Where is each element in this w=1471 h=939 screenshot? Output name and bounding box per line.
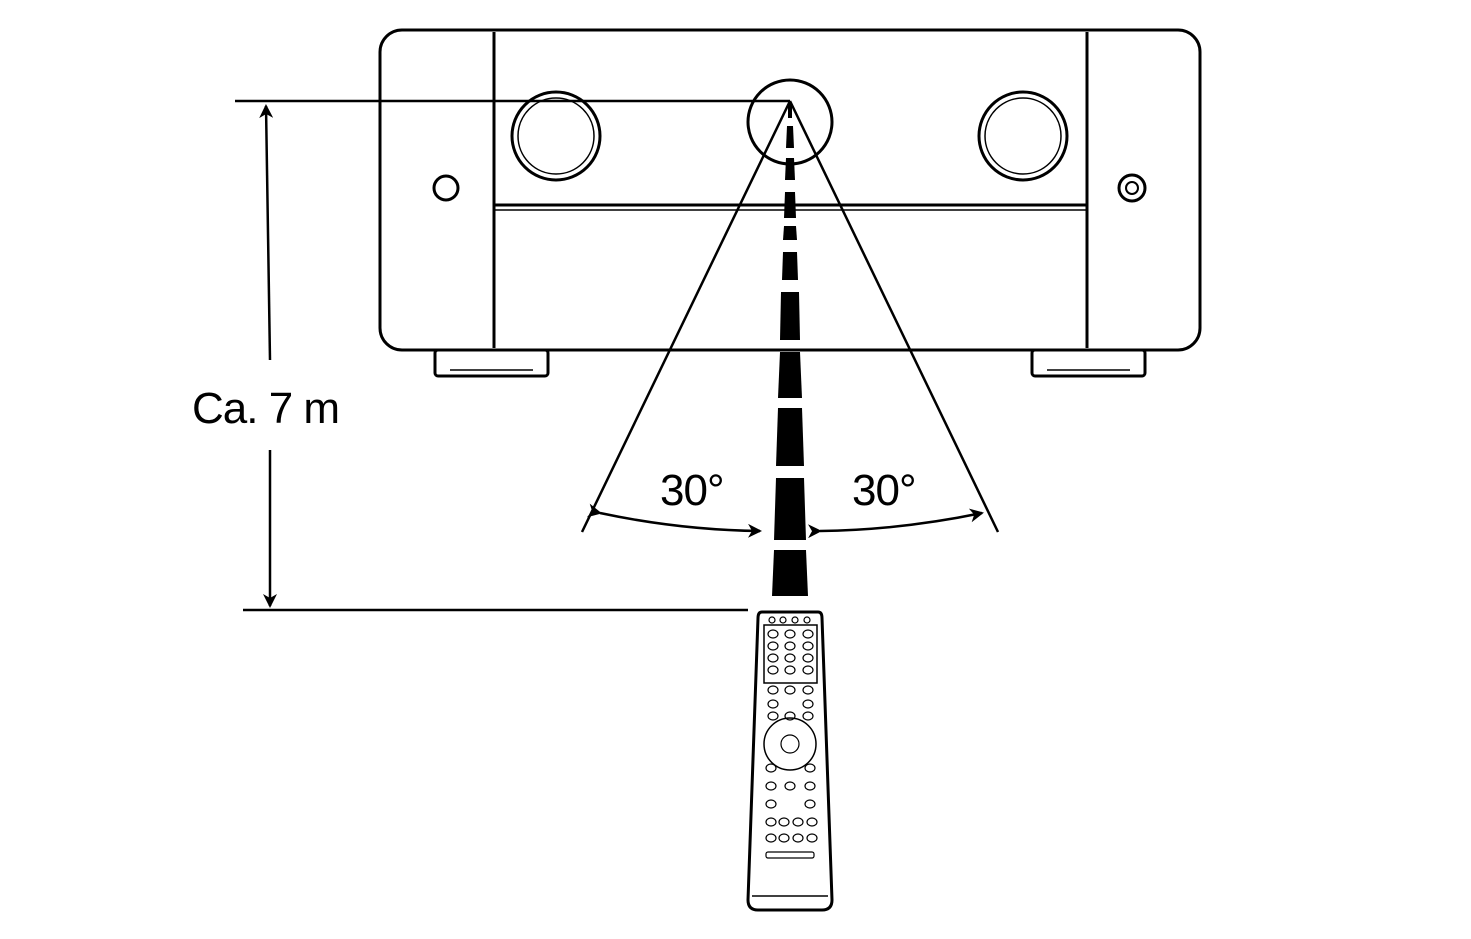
- remote-buttons: [763, 616, 818, 859]
- volume-knob-left-inner: [517, 97, 595, 175]
- distance-dimension: [235, 99, 790, 612]
- cone-right-line: [788, 100, 1000, 533]
- phones-jack-outer: [1117, 173, 1147, 203]
- angle-arc-left: [586, 503, 762, 538]
- power-button: [432, 174, 460, 202]
- distance-label: Ca. 7 m: [188, 384, 344, 434]
- beam-segment: [778, 352, 802, 398]
- angle-cone: [580, 100, 1000, 539]
- angle-right-label: 30°: [852, 466, 917, 515]
- remote-control: [746, 610, 834, 912]
- center-display-window: [746, 78, 834, 166]
- angle-arc-right: [807, 508, 984, 539]
- beam-segment: [786, 126, 794, 148]
- beam-segment: [774, 478, 806, 540]
- phones-jack-inner: [1125, 181, 1139, 195]
- remote-top-panel: [763, 624, 818, 684]
- ir-beam: [772, 103, 808, 596]
- beam-segment: [780, 292, 800, 340]
- receiver-body: [378, 28, 1202, 352]
- foot-right: [1030, 348, 1147, 378]
- beam-segment: [772, 550, 808, 596]
- angle-left-label: 30°: [660, 466, 725, 515]
- volume-knob-right: [977, 90, 1069, 182]
- cone-left-line: [580, 100, 792, 533]
- remote-dpad: [763, 717, 817, 771]
- remote-dpad-center: [780, 734, 800, 754]
- foot-left: [433, 348, 550, 378]
- beam-segment: [783, 226, 797, 240]
- beam-segment: [788, 103, 792, 118]
- receiver-unit: [378, 28, 1202, 378]
- distance-arrow-up: [259, 104, 274, 361]
- remote-body: [746, 610, 834, 912]
- beam-segment: [782, 252, 798, 280]
- beam-segment: [776, 408, 804, 466]
- beam-segment: [784, 192, 796, 218]
- volume-knob-left: [510, 90, 602, 182]
- volume-knob-right-inner: [984, 97, 1062, 175]
- beam-segment: [785, 158, 795, 180]
